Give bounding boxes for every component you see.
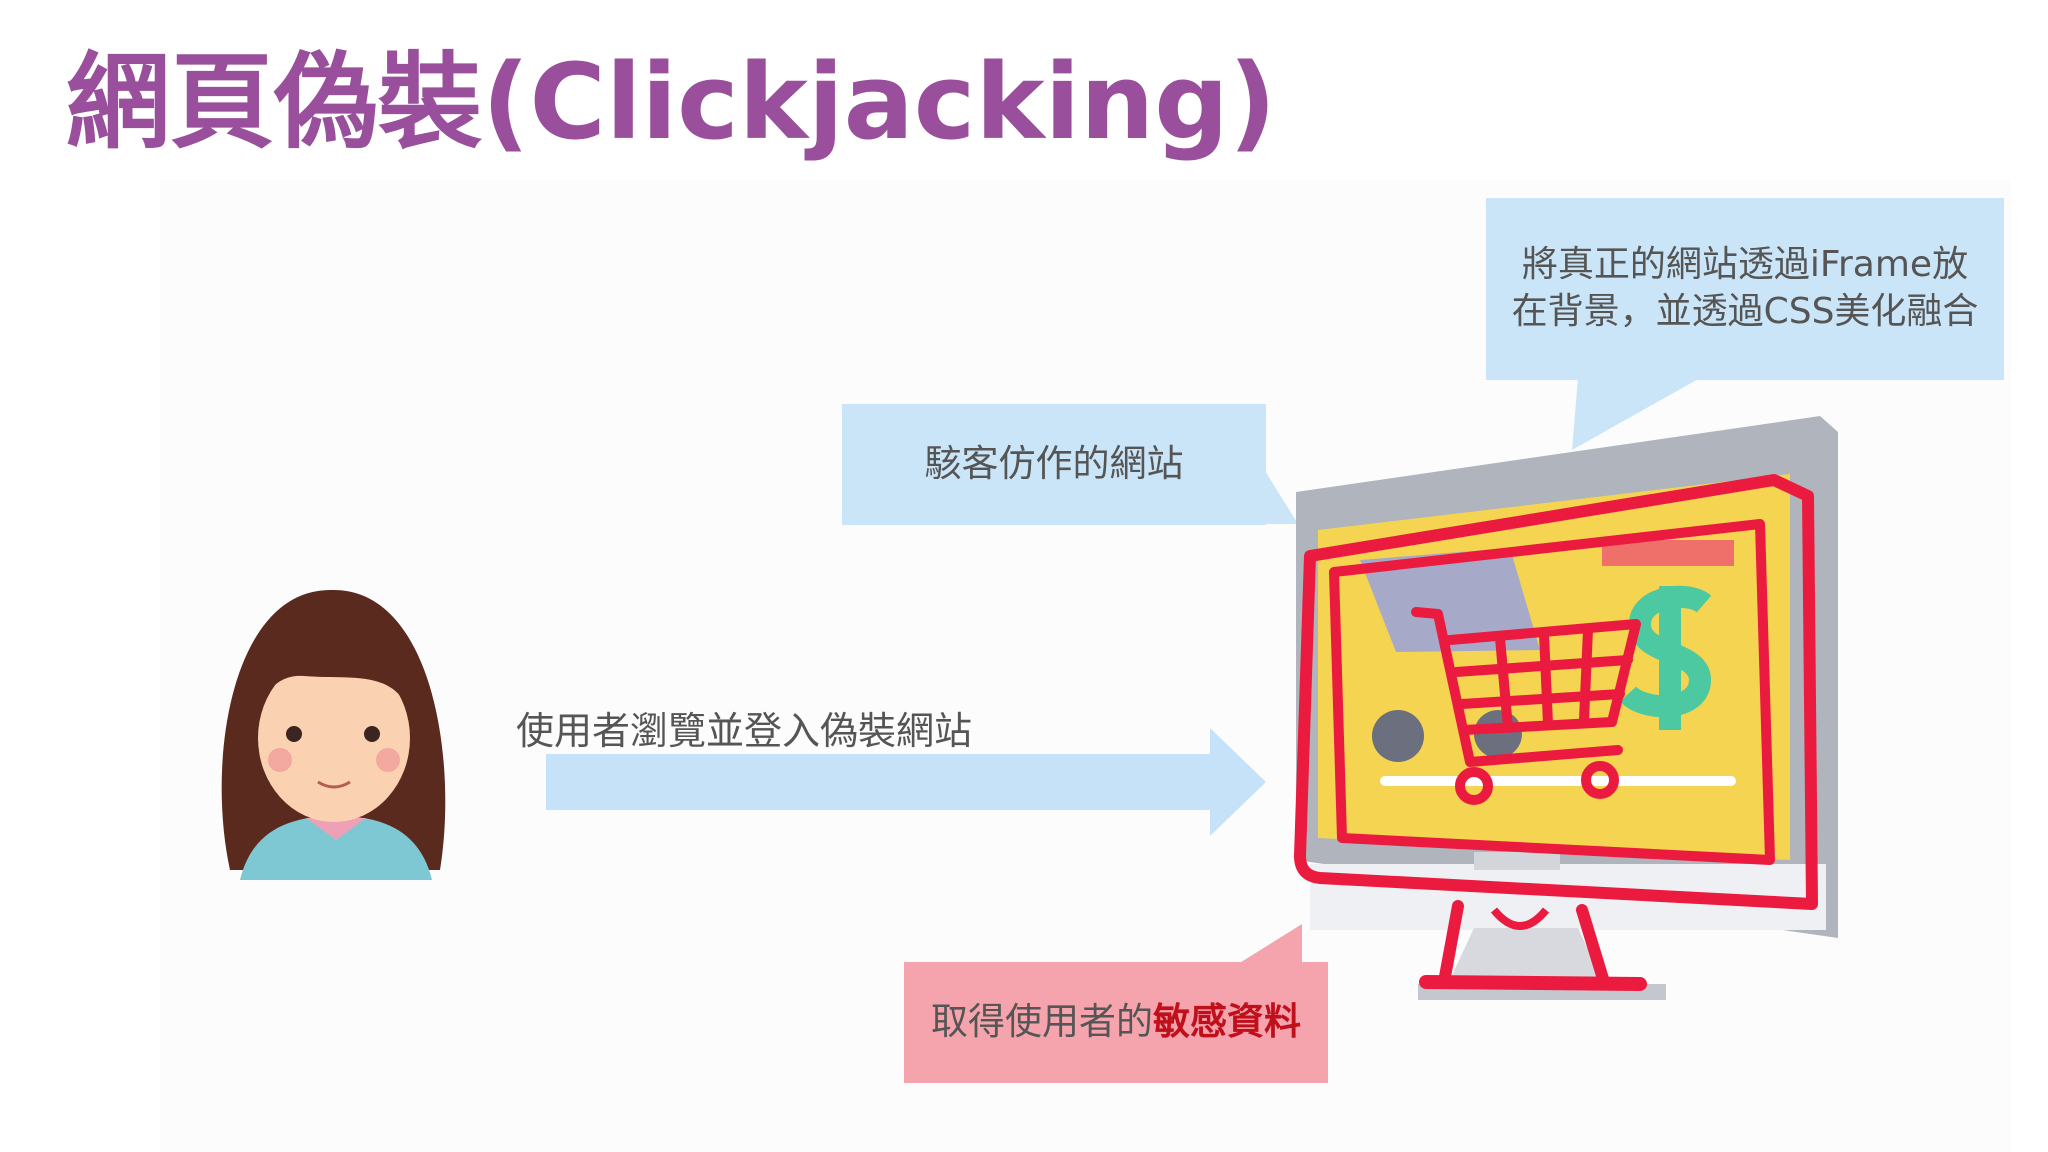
iframe-callout-line-2: 在背景，並透過CSS美化融合 (1511, 291, 1979, 332)
flow-arrow (546, 728, 1266, 836)
iframe-callout-pointer (1572, 378, 1700, 450)
slide-title: 網頁偽裝(Clickjacking) (66, 41, 1277, 163)
female-user-avatar-icon (221, 589, 446, 880)
hacker-site-callout: 駭客仿作的網站 (842, 404, 1266, 525)
result-callout-pointer (1238, 924, 1302, 964)
shopping-website-monitor-icon (1294, 416, 1838, 1000)
result-callout-highlight: 敏感資料 (1153, 1000, 1301, 1044)
result-callout: 取得使用者的敏感資料 (904, 962, 1328, 1083)
result-callout-prefix: 取得使用者的 (931, 1000, 1153, 1044)
dollar-sign-icon (1619, 585, 1712, 730)
iframe-callout: 將真正的網站透過iFrame放 在背景，並透過CSS美化融合 (1486, 198, 2004, 380)
shopping-cart-icon (1411, 607, 1641, 805)
iframe-callout-line-1: 將真正的網站透過iFrame放 (1521, 244, 1969, 286)
hacker-callout-pointer (1262, 466, 1298, 524)
flow-arrow-label: 使用者瀏覽並登入偽裝網站 (516, 709, 973, 753)
